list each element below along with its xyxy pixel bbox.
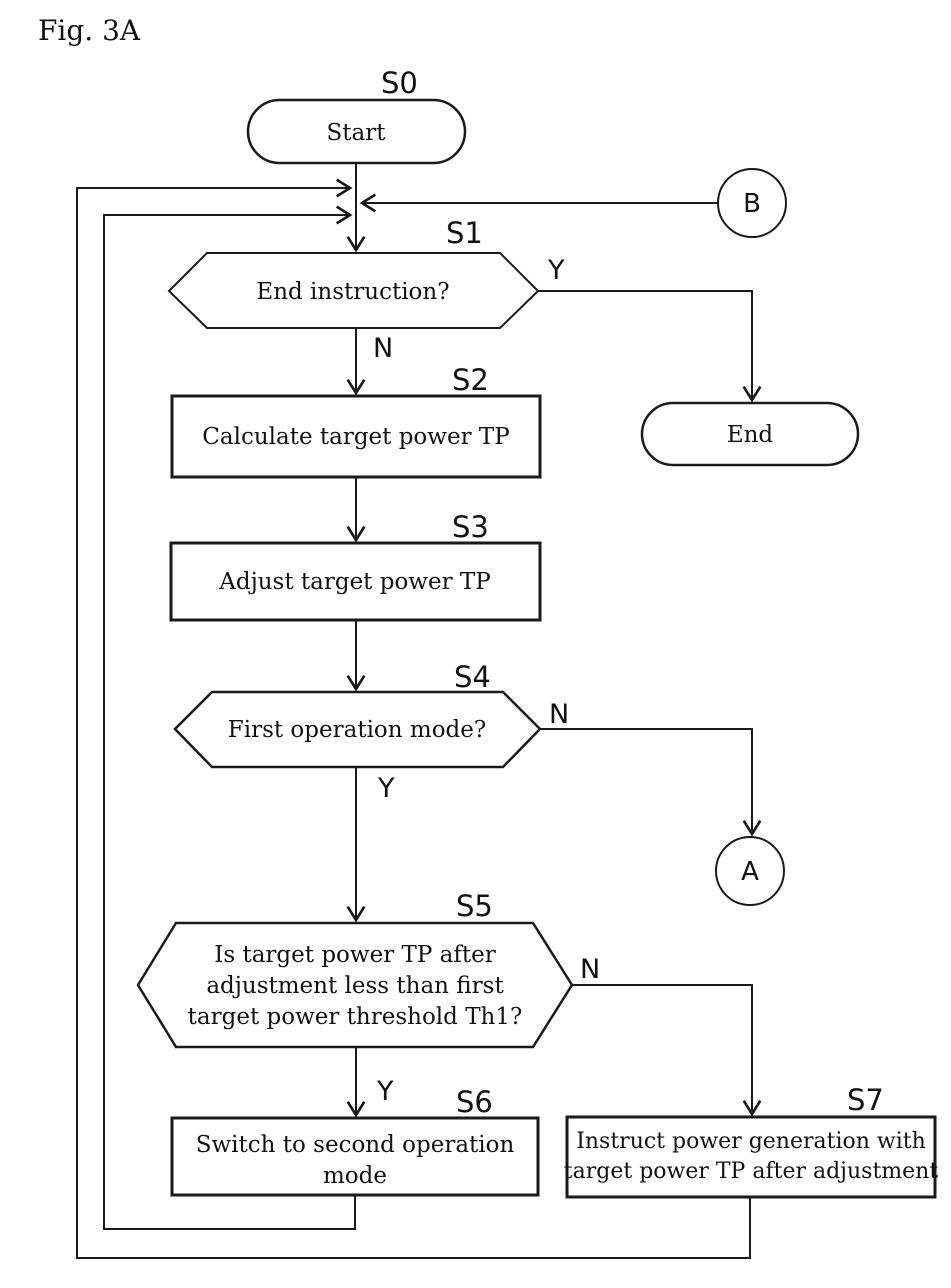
edge-s7-loopback bbox=[76, 178, 751, 1259]
s1-decision-shape bbox=[167, 252, 540, 329]
s7-process-label-line2: target power TP after adjustment bbox=[564, 1159, 939, 1184]
flow-text: Fig. 3A S0 S1 S2 S3 S4 S5 S6 S7 Start En… bbox=[38, 14, 938, 1189]
s1-no-label: N bbox=[373, 333, 393, 364]
s3-process-shape bbox=[169, 541, 542, 622]
connector-b-label: B bbox=[743, 189, 761, 219]
edge-s6-loopback bbox=[103, 205, 356, 1230]
edge-s5-no-to-s7 bbox=[572, 984, 762, 1117]
s4-no-label: N bbox=[549, 699, 569, 730]
figure-label: Fig. 3A bbox=[38, 14, 141, 47]
s2-process-shape bbox=[170, 394, 542, 479]
s1-decision-label: End instruction? bbox=[256, 279, 449, 305]
end-terminal-shape bbox=[640, 401, 860, 467]
s1-yes-label: Y bbox=[547, 255, 565, 286]
s6-process-shape bbox=[170, 1116, 540, 1197]
start-terminal-label: Start bbox=[327, 120, 387, 146]
s7-process-label-line1: Instruct power generation with bbox=[576, 1129, 926, 1154]
s5-decision-label-line2: adjustment less than first bbox=[206, 973, 504, 999]
step-label-s3: S3 bbox=[452, 510, 489, 544]
edge-s1-yes-to-end bbox=[538, 290, 762, 403]
connector-a-label: A bbox=[741, 857, 759, 887]
s4-yes-label: Y bbox=[377, 773, 395, 804]
s5-yes-label: Y bbox=[376, 1076, 394, 1107]
start-terminal-shape bbox=[246, 98, 467, 165]
s2-process-label: Calculate target power TP bbox=[202, 424, 509, 450]
flow-lines bbox=[76, 163, 762, 1259]
step-label-s2: S2 bbox=[452, 363, 489, 397]
s4-decision-label: First operation mode? bbox=[228, 717, 486, 743]
flow-nodes bbox=[136, 98, 937, 1199]
connector-b-shape bbox=[717, 168, 787, 238]
s4-decision-shape bbox=[173, 690, 542, 769]
end-terminal-label: End bbox=[727, 422, 774, 448]
s5-decision-label-line1: Is target power TP after bbox=[214, 942, 495, 968]
s3-process-label: Adjust target power TP bbox=[218, 569, 490, 595]
s5-no-label: N bbox=[580, 954, 600, 985]
s5-decision-label-line3: target power threshold Th1? bbox=[188, 1004, 523, 1030]
s6-process-label-line2: mode bbox=[323, 1163, 387, 1189]
step-label-s7: S7 bbox=[847, 1083, 884, 1117]
step-label-s4: S4 bbox=[454, 660, 491, 694]
s5-decision-shape bbox=[136, 921, 574, 1049]
step-label-s0: S0 bbox=[381, 66, 418, 100]
connector-a-shape bbox=[715, 836, 785, 906]
edge-s4-no-to-a bbox=[540, 728, 762, 837]
s7-process-shape bbox=[565, 1115, 937, 1199]
step-label-s6: S6 bbox=[456, 1085, 493, 1119]
s6-process-label-line1: Switch to second operation bbox=[196, 1132, 515, 1158]
step-label-s5: S5 bbox=[456, 889, 493, 923]
step-label-s1: S1 bbox=[446, 216, 483, 250]
